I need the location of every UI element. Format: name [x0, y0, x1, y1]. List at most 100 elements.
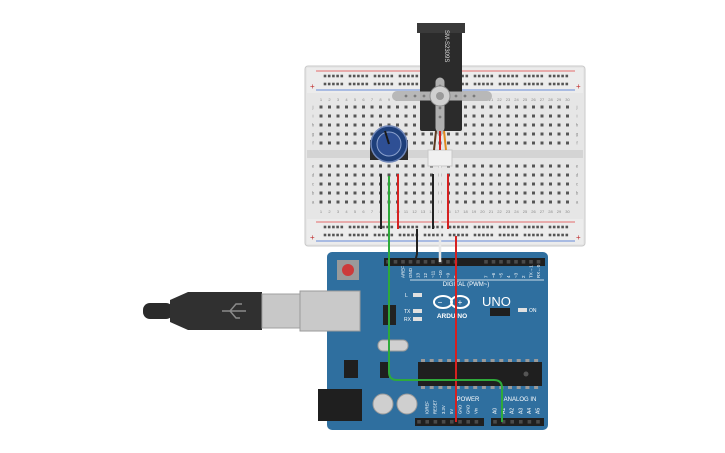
- breadboard-hole[interactable]: [549, 173, 552, 177]
- breadboard-hole[interactable]: [396, 164, 399, 168]
- rail-hole[interactable]: [327, 233, 331, 237]
- rail-hole[interactable]: [361, 225, 364, 229]
- breadboard-hole[interactable]: [472, 182, 476, 186]
- breadboard-hole[interactable]: [489, 123, 493, 127]
- rail-hole[interactable]: [552, 82, 556, 86]
- breadboard-hole[interactable]: [532, 164, 535, 168]
- breadboard-hole[interactable]: [345, 114, 348, 118]
- breadboard-hole[interactable]: [481, 132, 484, 136]
- breadboard-hole[interactable]: [566, 173, 569, 177]
- rail-hole[interactable]: [348, 233, 352, 237]
- breadboard-hole[interactable]: [515, 182, 518, 186]
- breadboard-hole[interactable]: [353, 191, 357, 195]
- rail-hole[interactable]: [532, 233, 535, 237]
- rail-hole[interactable]: [323, 82, 327, 86]
- rail-hole[interactable]: [482, 233, 485, 237]
- breadboard-hole[interactable]: [319, 114, 323, 118]
- breadboard-hole[interactable]: [532, 132, 535, 136]
- rail-hole[interactable]: [357, 74, 360, 78]
- rail-hole[interactable]: [557, 225, 560, 229]
- breadboard-hole[interactable]: [540, 114, 544, 118]
- breadboard-hole[interactable]: [430, 141, 433, 145]
- breadboard-hole[interactable]: [515, 164, 518, 168]
- rail-hole[interactable]: [473, 225, 477, 229]
- header-pin[interactable]: [521, 260, 526, 264]
- breadboard-hole[interactable]: [319, 173, 323, 177]
- rail-hole[interactable]: [540, 74, 544, 78]
- rail-hole[interactable]: [540, 225, 544, 229]
- rail-hole[interactable]: [340, 74, 344, 78]
- breadboard-hole[interactable]: [430, 132, 433, 136]
- rail-hole[interactable]: [515, 74, 519, 78]
- rail-hole[interactable]: [402, 225, 406, 229]
- breadboard-hole[interactable]: [387, 105, 391, 109]
- breadboard-hole[interactable]: [540, 105, 544, 109]
- breadboard-hole[interactable]: [387, 164, 391, 168]
- breadboard-hole[interactable]: [328, 173, 331, 177]
- breadboard-hole[interactable]: [404, 114, 408, 118]
- rail-hole[interactable]: [373, 233, 377, 237]
- breadboard-hole[interactable]: [455, 191, 459, 195]
- header-pin[interactable]: [423, 260, 428, 264]
- rail-hole[interactable]: [561, 225, 564, 229]
- breadboard-hole[interactable]: [336, 123, 340, 127]
- rail-hole[interactable]: [411, 233, 414, 237]
- rail-hole[interactable]: [527, 225, 531, 229]
- rail-hole[interactable]: [515, 82, 519, 86]
- breadboard-hole[interactable]: [345, 200, 348, 204]
- rail-hole[interactable]: [377, 233, 381, 237]
- rail-hole[interactable]: [402, 74, 406, 78]
- rail-hole[interactable]: [357, 225, 360, 229]
- rail-hole[interactable]: [411, 225, 414, 229]
- rail-hole[interactable]: [340, 233, 344, 237]
- rail-hole[interactable]: [482, 82, 485, 86]
- breadboard-hole[interactable]: [404, 200, 408, 204]
- rail-hole[interactable]: [402, 233, 406, 237]
- breadboard-hole[interactable]: [362, 173, 365, 177]
- breadboard-hole[interactable]: [506, 173, 510, 177]
- header-pin[interactable]: [416, 260, 420, 264]
- breadboard-hole[interactable]: [532, 182, 535, 186]
- breadboard-hole[interactable]: [353, 132, 357, 136]
- breadboard-hole[interactable]: [379, 164, 382, 168]
- breadboard-hole[interactable]: [498, 173, 501, 177]
- breadboard-hole[interactable]: [566, 105, 569, 109]
- rail-hole[interactable]: [465, 74, 469, 78]
- breadboard-hole[interactable]: [455, 182, 459, 186]
- breadboard-hole[interactable]: [498, 132, 501, 136]
- breadboard-hole[interactable]: [353, 141, 357, 145]
- breadboard-hole[interactable]: [447, 132, 450, 136]
- rail-hole[interactable]: [498, 82, 502, 86]
- breadboard-hole[interactable]: [549, 200, 552, 204]
- breadboard-hole[interactable]: [557, 164, 561, 168]
- rail-hole[interactable]: [390, 74, 394, 78]
- rail-hole[interactable]: [502, 225, 506, 229]
- rail-hole[interactable]: [361, 233, 364, 237]
- breadboard-hole[interactable]: [506, 132, 510, 136]
- rail-hole[interactable]: [398, 74, 402, 78]
- breadboard-hole[interactable]: [413, 123, 416, 127]
- breadboard-hole[interactable]: [379, 114, 382, 118]
- rail-hole[interactable]: [557, 233, 560, 237]
- rail-hole[interactable]: [552, 233, 556, 237]
- rail-hole[interactable]: [477, 74, 481, 78]
- rail-hole[interactable]: [498, 74, 502, 78]
- rail-hole[interactable]: [511, 233, 514, 237]
- rail-hole[interactable]: [461, 82, 464, 86]
- rail-hole[interactable]: [511, 74, 514, 78]
- breadboard-hole[interactable]: [353, 200, 357, 204]
- breadboard-hole[interactable]: [506, 105, 510, 109]
- breadboard-hole[interactable]: [455, 173, 459, 177]
- rail-hole[interactable]: [473, 82, 477, 86]
- breadboard-hole[interactable]: [362, 105, 365, 109]
- breadboard-hole[interactable]: [345, 173, 348, 177]
- breadboard-hole[interactable]: [413, 132, 416, 136]
- header-pin[interactable]: [431, 260, 435, 264]
- breadboard-hole[interactable]: [472, 114, 476, 118]
- breadboard-hole[interactable]: [557, 200, 561, 204]
- breadboard-hole[interactable]: [540, 182, 544, 186]
- rail-hole[interactable]: [427, 233, 431, 237]
- breadboard-hole[interactable]: [557, 123, 561, 127]
- breadboard-hole[interactable]: [362, 200, 365, 204]
- breadboard-hole[interactable]: [455, 164, 459, 168]
